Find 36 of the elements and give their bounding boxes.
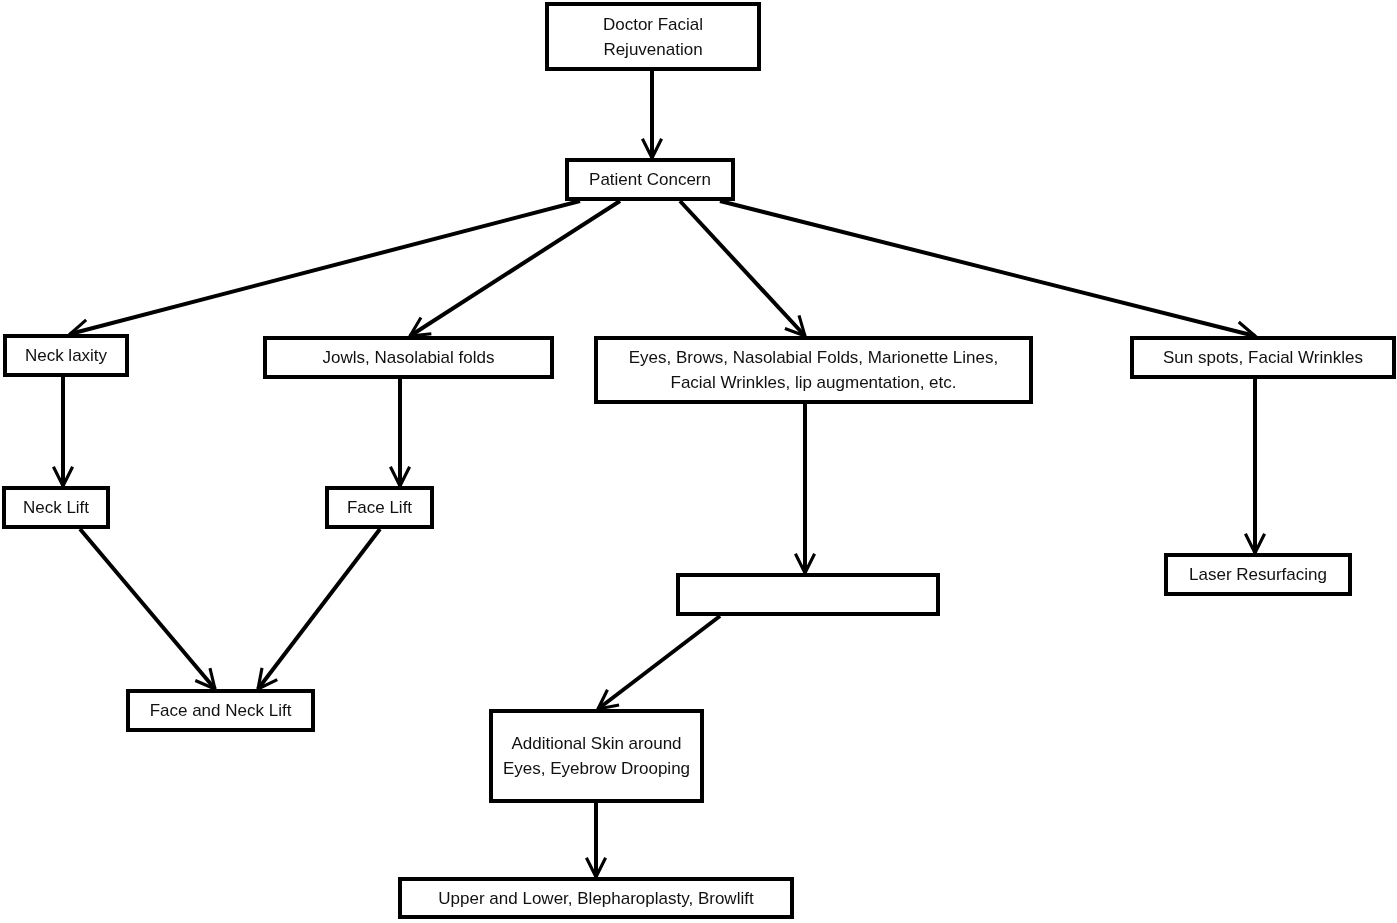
arrow [256, 527, 382, 691]
process-box [2, 486, 110, 529]
box-label: Laser Resurfacing [1189, 564, 1327, 586]
box-label: Sun spots, Facial Wrinkles [1163, 347, 1363, 369]
process-box [325, 486, 434, 529]
box-label: Face Lift [346, 497, 413, 519]
box-label: Patient Concern [589, 169, 711, 191]
box-label: Additional Skin around Eyes, Eyebrow Drooping [501, 733, 692, 780]
arrow [51, 377, 75, 488]
arrow [78, 527, 217, 691]
process-box [565, 158, 735, 201]
process-box [398, 877, 794, 919]
box-label: Neck Lift [22, 497, 90, 519]
process-box [594, 336, 1033, 404]
process-box [489, 709, 704, 803]
process-box [545, 2, 761, 71]
box-label: Jowls, Nasolabial folds [322, 347, 495, 369]
arrow [596, 614, 722, 711]
arrow [640, 71, 664, 160]
box-label: Neck laxity [24, 345, 108, 367]
box-label: Face and Neck Lift [149, 700, 292, 722]
process-box [126, 689, 315, 732]
process-box [263, 336, 554, 379]
arrow [584, 803, 608, 879]
process-box [1164, 553, 1352, 596]
process-box [3, 334, 129, 377]
arrow [388, 379, 412, 488]
box-label: Upper and Lower, Blepharoplasty, Browlift [438, 887, 754, 910]
empty-box [676, 573, 940, 616]
process-box [1130, 336, 1396, 379]
arrow [408, 199, 622, 338]
arrow [678, 199, 807, 338]
box-label: Doctor Facial Rejuvenation [601, 13, 705, 61]
arrow [793, 404, 817, 575]
arrow [1243, 379, 1267, 555]
box-label: Eyes, Brows, Nasolabial Folds, Marionette Lines, Facial Wrinkles, lip augmentation, etc. [627, 347, 1000, 394]
